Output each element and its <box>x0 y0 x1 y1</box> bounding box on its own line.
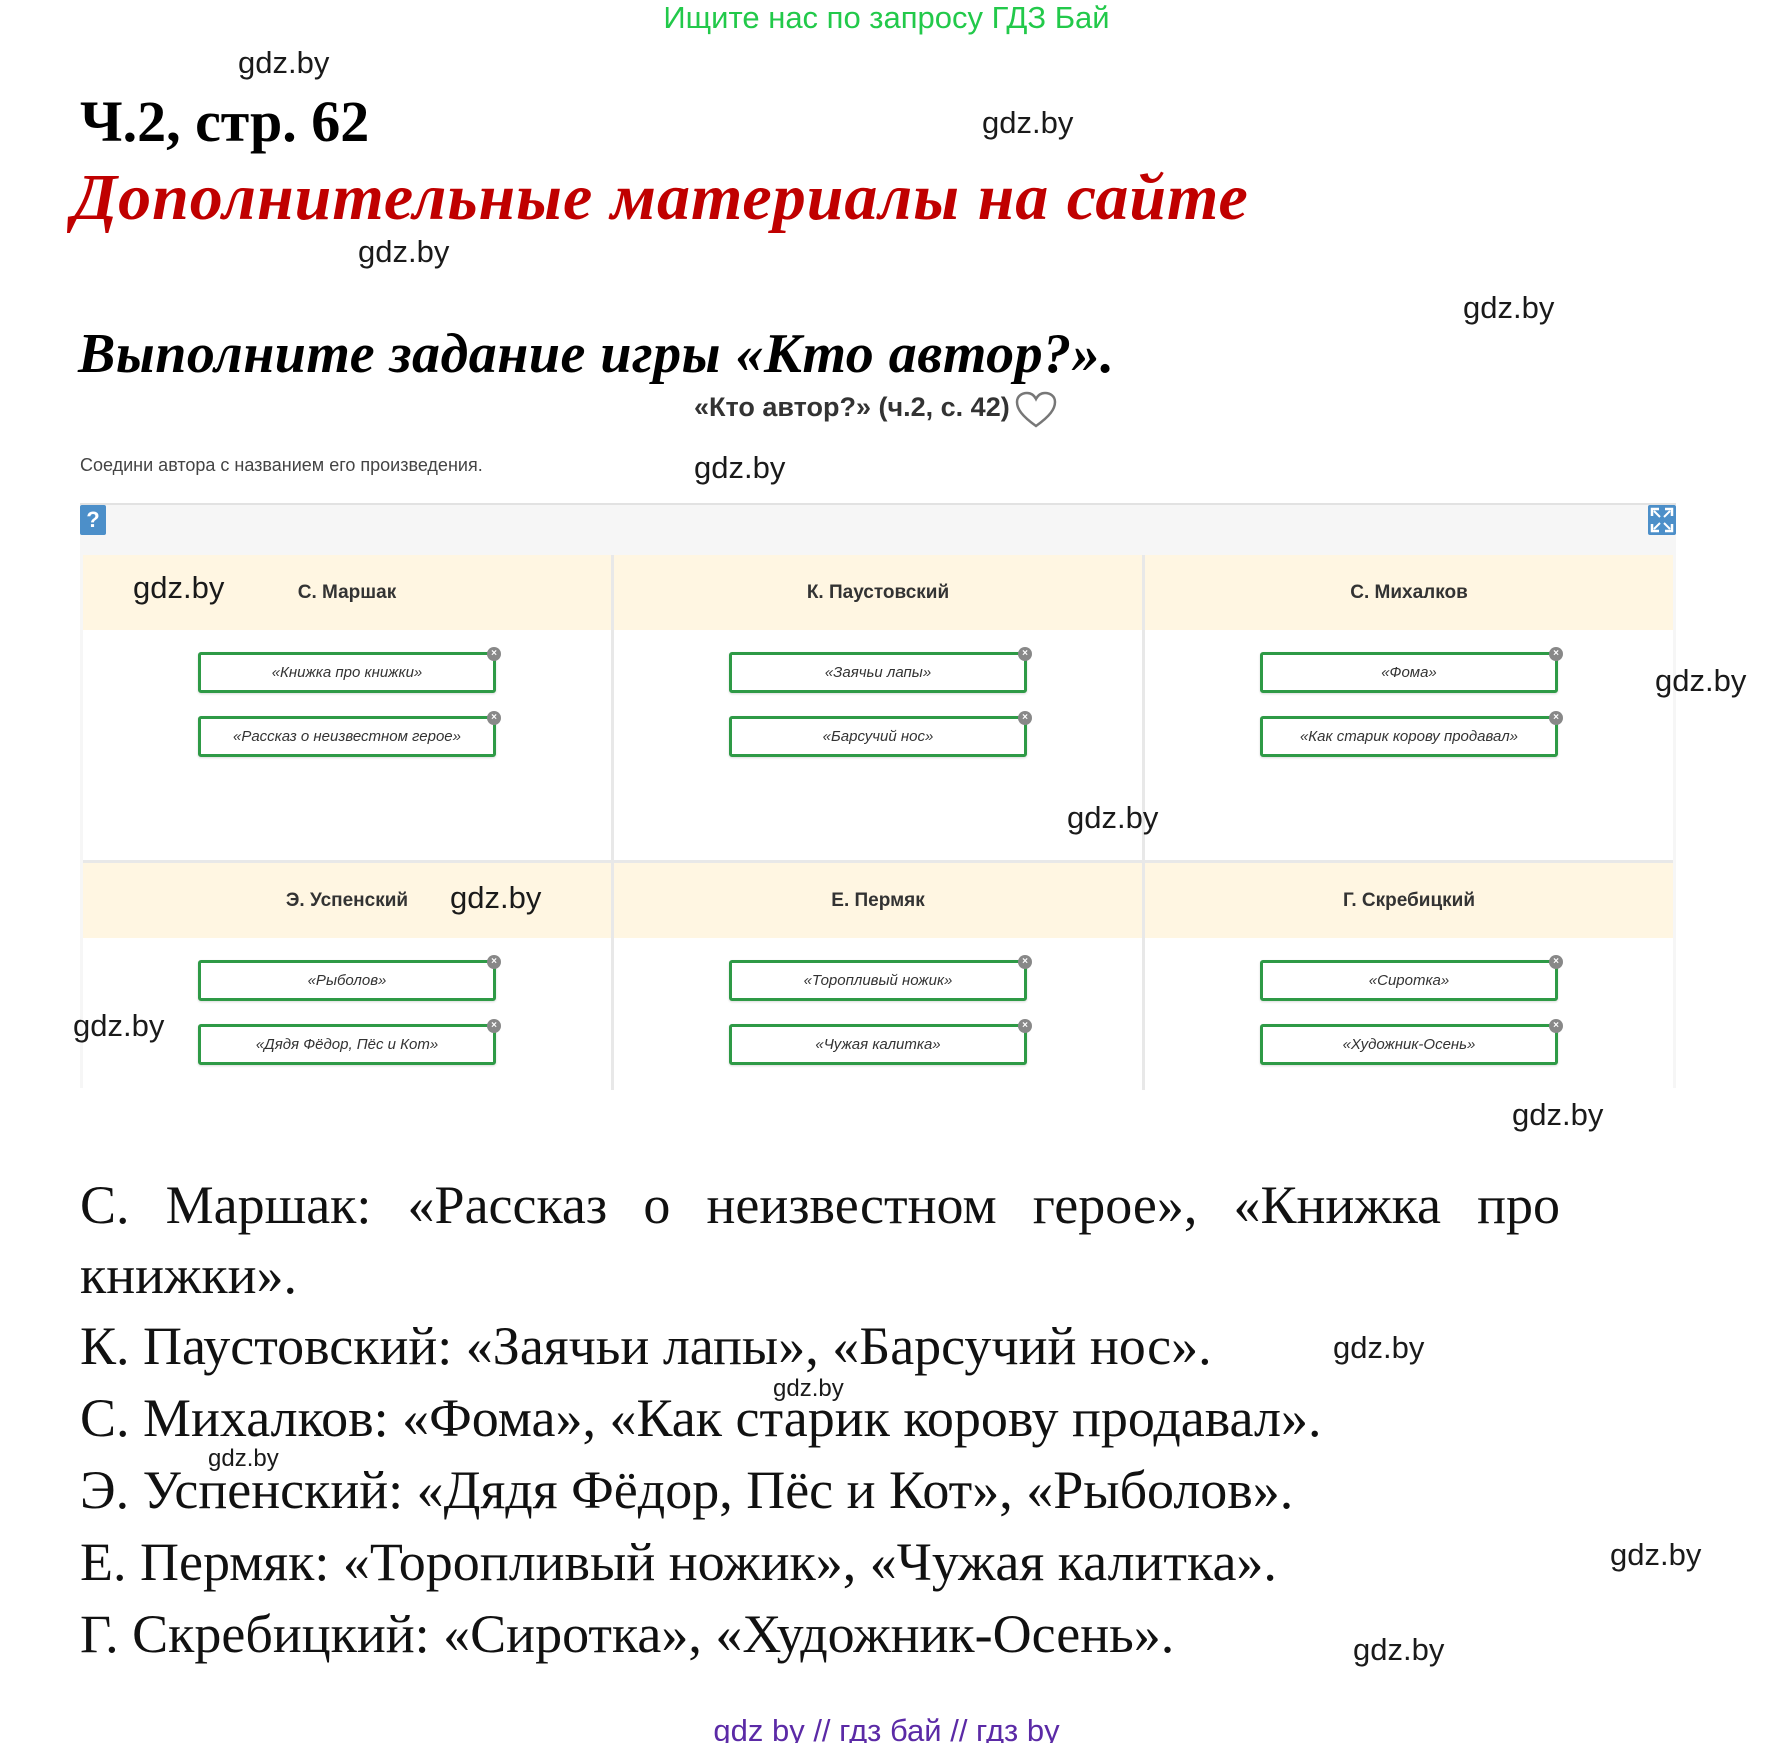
help-button[interactable]: ? <box>80 505 106 535</box>
answer-line: Э. Успенский: «Дядя Фёдор, Пёс и Кот», «… <box>80 1460 1294 1520</box>
remove-icon[interactable]: × <box>1018 647 1032 661</box>
work-title: «Как старик корову продавал» <box>1299 728 1519 745</box>
work-title: «Заячьи лапы» <box>824 664 932 681</box>
author-name: К. Паустовский <box>614 555 1142 630</box>
answer-line: Г. Скребицкий: «Сиротка», «Художник-Осен… <box>80 1604 1175 1664</box>
task-title: Выполните задание игры «Кто автор?». <box>78 323 1115 385</box>
work-card[interactable]: «Книжка про книжки» × <box>198 647 501 693</box>
work-title: «Чужая калитка» <box>815 1036 941 1053</box>
footer-links[interactable]: gdz by // гдз бай // гдз by <box>713 1713 1060 1743</box>
work-title: «Рассказ о неизвестном герое» <box>232 728 461 745</box>
author-name: Е. Пермяк <box>614 863 1142 938</box>
remove-icon[interactable]: × <box>487 1019 501 1033</box>
watermark: gdz.by <box>358 234 450 269</box>
watermark: gdz.by <box>133 570 225 605</box>
watermark: gdz.by <box>1333 1330 1425 1365</box>
remove-icon[interactable]: × <box>487 647 501 661</box>
remove-icon[interactable]: × <box>1018 955 1032 969</box>
author-cell: С. Маршак «Книжка про книжки» × «Рассказ … <box>83 555 611 860</box>
remove-icon[interactable]: × <box>1549 955 1563 969</box>
watermark: gdz.by <box>1353 1632 1445 1667</box>
matching-game-widget: ? С. Маршак «Книжка про книжки» × «Расска… <box>80 503 1676 1093</box>
work-card[interactable]: «Сиротка» × <box>1260 955 1563 1001</box>
watermark: gdz.by <box>1463 290 1555 325</box>
answer-line: С. Михалков: «Фома», «Как старик корову … <box>80 1388 1322 1448</box>
remove-icon[interactable]: × <box>1549 1019 1563 1033</box>
work-title: «Торопливый ножик» <box>803 972 953 989</box>
remove-icon[interactable]: × <box>1549 711 1563 725</box>
watermark: gdz.by <box>450 880 542 915</box>
author-cell: Э. Успенский «Рыболов» × «Дядя Фёдор, Пёс… <box>83 863 611 1093</box>
work-card[interactable]: «Художник-Осень» × <box>1260 1019 1563 1065</box>
work-card[interactable]: «Заячьи лапы» × <box>729 647 1032 693</box>
work-card[interactable]: «Чужая калитка» × <box>729 1019 1032 1065</box>
work-card[interactable]: «Фома» × <box>1260 647 1563 693</box>
work-card[interactable]: «Барсучий нос» × <box>729 711 1032 757</box>
game-instruction: Соедини автора с названием его произведе… <box>80 455 483 475</box>
author-name: С. Маршак <box>83 555 611 630</box>
game-title: «Кто автор?» (ч.2, с. 42) <box>694 392 1010 422</box>
author-cell: С. Михалков «Фома» × «Как старик корову п… <box>1145 555 1673 860</box>
heart-icon[interactable] <box>1014 390 1058 430</box>
page-reference: Ч.2, стр. 62 <box>80 89 370 154</box>
remove-icon[interactable]: × <box>487 711 501 725</box>
work-title: «Художник-Осень» <box>1342 1036 1476 1053</box>
work-card[interactable]: «Как старик корову продавал» × <box>1260 711 1563 757</box>
work-card[interactable]: «Рассказ о неизвестном герое» × <box>198 711 501 757</box>
work-title: «Сиротка» <box>1368 972 1450 989</box>
watermark: gdz.by <box>773 1375 844 1402</box>
work-title: «Рыболов» <box>307 972 387 989</box>
answer-line: К. Паустовский: «Заячьи лапы», «Барсучий… <box>80 1316 1212 1376</box>
work-title: «Барсучий нос» <box>822 728 934 745</box>
author-name: С. Михалков <box>1145 555 1673 630</box>
remove-icon[interactable]: × <box>1018 1019 1032 1033</box>
watermark: gdz.by <box>1512 1097 1604 1132</box>
author-name: Г. Скребицкий <box>1145 863 1673 938</box>
author-cell: Е. Пермяк «Торопливый ножик» × «Чужая кал… <box>614 863 1142 1093</box>
author-cell: К. Паустовский «Заячьи лапы» × «Барсучий … <box>614 555 1142 860</box>
watermark: gdz.by <box>73 1008 165 1043</box>
work-title: «Дядя Фёдор, Пёс и Кот» <box>255 1036 439 1053</box>
watermark: gdz.by <box>1655 663 1747 698</box>
watermark: gdz.by <box>238 45 330 80</box>
watermark: gdz.by <box>694 450 786 485</box>
answer-list: С. Маршак: «Рассказ о неизвестном герое»… <box>80 1170 1560 1670</box>
watermark: gdz.by <box>982 105 1074 140</box>
remove-icon[interactable]: × <box>1549 647 1563 661</box>
watermark: gdz.by <box>1610 1537 1702 1572</box>
answer-line: Е. Пермяк: «Торопливый ножик», «Чужая ка… <box>80 1532 1277 1592</box>
remove-icon[interactable]: × <box>487 955 501 969</box>
author-name: Э. Успенский <box>83 863 611 938</box>
remove-icon[interactable]: × <box>1018 711 1032 725</box>
work-card[interactable]: «Торопливый ножик» × <box>729 955 1032 1001</box>
watermark: gdz.by <box>1067 800 1159 835</box>
answer-line: С. Маршак: «Рассказ о неизвестном герое»… <box>80 1175 1560 1305</box>
work-title: «Фома» <box>1381 664 1437 681</box>
work-card[interactable]: «Рыболов» × <box>198 955 501 1001</box>
author-grid: С. Маршак «Книжка про книжки» × «Рассказ … <box>83 555 1673 1093</box>
section-title: Дополнительные материалы на сайте <box>72 161 1249 234</box>
promo-banner[interactable]: Ищите нас по запросу ГДЗ Бай <box>663 0 1110 35</box>
watermark: gdz.by <box>208 1445 279 1472</box>
fullscreen-icon[interactable] <box>1648 505 1676 535</box>
work-card[interactable]: «Дядя Фёдор, Пёс и Кот» × <box>198 1019 501 1065</box>
author-cell: Г. Скребицкий «Сиротка» × «Художник-Осень… <box>1145 863 1673 1093</box>
work-title: «Книжка про книжки» <box>271 664 423 681</box>
